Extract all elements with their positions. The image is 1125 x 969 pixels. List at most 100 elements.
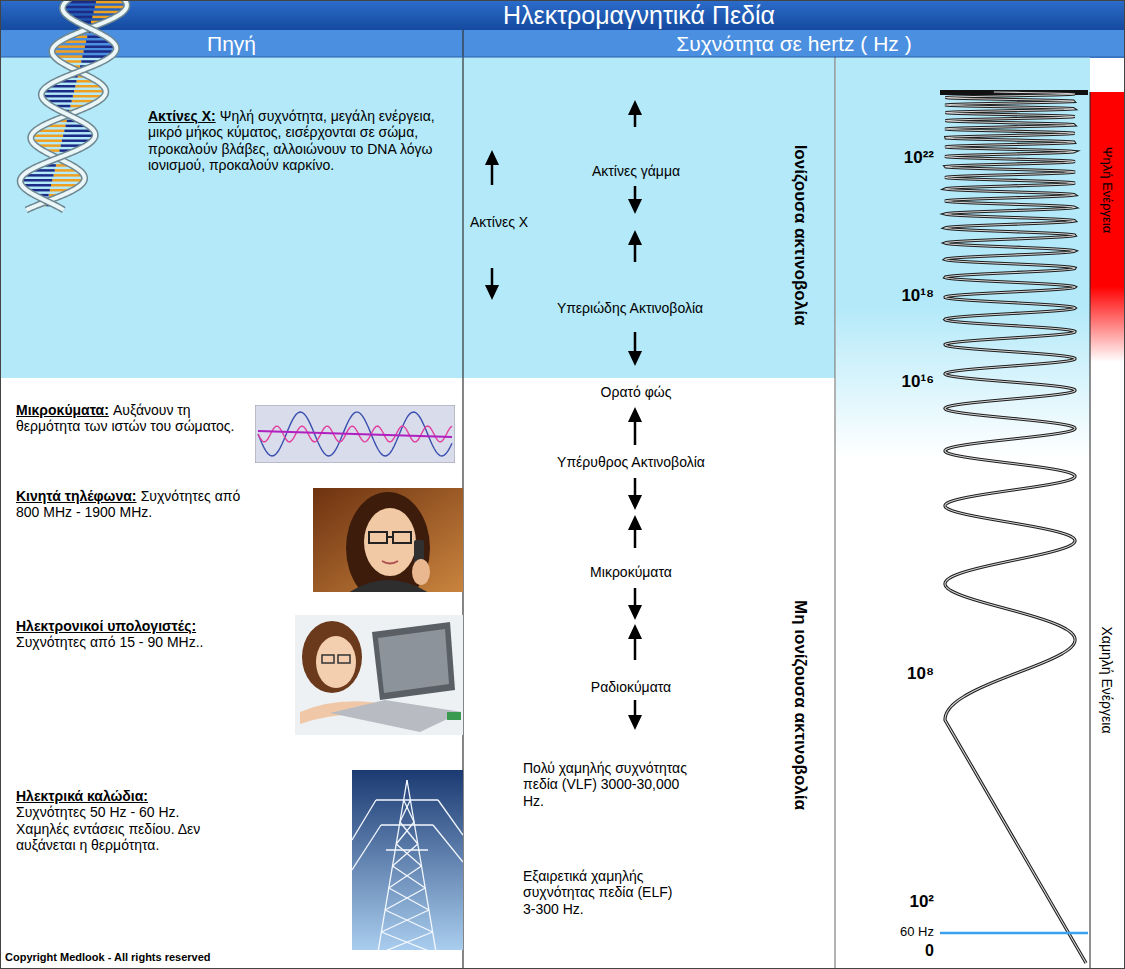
mains-frequency-line [940, 932, 1088, 935]
ionizing-band: Ιονίζουσα ακτινοβολία [0, 57, 835, 378]
label-holder: Ηλεκτρικά καλώδια:Συχνότητες 50 Hz - 60 … [16, 788, 206, 854]
arrow-head [485, 285, 499, 300]
glasses [369, 532, 387, 543]
dna-strand [20, 0, 116, 210]
tower-strut [381, 824, 433, 825]
hair [302, 621, 362, 693]
frequency-tick: 10¹⁸ [901, 286, 934, 305]
arrow-shaft [634, 527, 637, 548]
base-pair [95, 6, 127, 9]
label-holder: 10¹⁶ [870, 372, 934, 392]
base-pair [52, 179, 84, 182]
base-pair [31, 135, 63, 138]
picture-ground [255, 405, 455, 463]
laptop-base [330, 700, 462, 732]
frequency-tick: 10⁸ [907, 664, 934, 683]
label-holder: Υπεριώδης Ακτινοβολία [520, 300, 740, 316]
band-name: Υπεριώδης Ακτινοβολία [557, 300, 703, 316]
microwave-picture [255, 405, 455, 463]
tower-strut [393, 844, 418, 866]
label-holder: Copyright Medlook - All rights reserved [5, 951, 305, 964]
wave-line [258, 412, 452, 456]
label-holder: Εξαιρετικά χαμηλής συχνότητας πεδία (ELF… [523, 868, 688, 917]
tower-strut [385, 910, 433, 932]
glasses [393, 532, 411, 543]
tower-strut [352, 800, 376, 840]
tower-strut [396, 822, 414, 844]
band-name: Ακτίνες Χ [470, 214, 528, 230]
wave-line [258, 426, 452, 442]
tower-strut [386, 849, 428, 850]
band-name: Υπέρυθρος Ακτινοβολία [557, 454, 705, 470]
band-name: Ακτίνες γάμμα [592, 163, 680, 179]
wave-highlight [945, 92, 1086, 963]
picture-ground [352, 770, 463, 950]
tower-strut [396, 844, 421, 866]
phone-user-picture [313, 488, 463, 592]
tower-strut [393, 866, 426, 888]
dna-strand [20, 0, 116, 210]
tower-strut [378, 780, 407, 950]
base-pair [52, 50, 84, 53]
label-holder: 10⁸ [870, 664, 934, 684]
source-heading: Ακτίνες Χ: [148, 108, 216, 124]
arrow-shaft [491, 162, 494, 185]
bar-title: Ψηλή Ενέργεια [1100, 147, 1115, 234]
base-pair [63, 135, 95, 138]
tower-strut [376, 799, 438, 800]
source-heading: Ηλεκτρικά καλώδια: [16, 788, 202, 804]
label-holder: Χαμηλή Ενέργεια [1099, 627, 1115, 734]
base-pair [74, 90, 106, 93]
range-arrows [485, 100, 642, 730]
frequency-tick: 0 [925, 942, 934, 959]
arrow-head [485, 150, 499, 165]
label-holder: Μικροκύματα [521, 564, 741, 580]
base-pair [20, 179, 52, 182]
source-heading: Ηλεκτρονικοί υπολογιστές: [16, 618, 282, 634]
label-holder: Πολύ χαμηλής συχνότητας πεδία (VLF) 3000… [523, 760, 698, 809]
label-holder: Ορατό φώς [526, 384, 746, 400]
axis-line [258, 431, 452, 437]
band-name: Πολύ χαμηλής συχνότητας πεδία (VLF) 3000… [523, 760, 687, 809]
arrow-head [628, 605, 642, 620]
glasses [387, 536, 393, 538]
band-name: Μικροκύματα [590, 564, 672, 580]
label-holder: Υπέρυθρος Ακτινοβολία [521, 454, 741, 470]
vertical-text-holder: Ψηλή Ενέργεια [1100, 147, 1115, 234]
source-description: Συχνότητες από 15 - 90 MHz.. [16, 634, 203, 650]
tower-strut [352, 825, 381, 870]
copyright-note: Copyright Medlook - All rights reserved [5, 951, 211, 963]
arrow-shaft [634, 332, 637, 354]
band-title: Ιονίζουσα ακτινοβολία [790, 145, 810, 326]
base-pair [42, 95, 73, 98]
label-holder: 10² [870, 892, 934, 912]
tower-strut [389, 888, 429, 910]
hand [412, 559, 430, 585]
arrow-head [628, 351, 642, 366]
frequency-tick: 10¹⁶ [902, 372, 934, 391]
tower-strut [381, 910, 429, 932]
label-holder: Ακτίνες γάμμα [526, 163, 746, 179]
arrow-head [628, 407, 642, 422]
label-holder: Κινητά τηλέφωνα:Συχνότητες από 800 MHz -… [16, 488, 246, 521]
label-holder: Ραδιοκύματα [521, 679, 741, 695]
header-cell: Συχνότητα σε hertz ( Hz ) [463, 30, 1125, 58]
arrow-head [628, 515, 642, 530]
laptop-screen-face [378, 629, 449, 693]
arrow-head [628, 230, 642, 245]
arrow-head [628, 495, 642, 510]
high-energy-bar: Ψηλή Ενέργεια [1090, 92, 1125, 362]
frequency-tick: 60 Hz [900, 924, 934, 939]
dna-strand [26, 0, 127, 210]
label-holder: 0 [870, 942, 934, 961]
title-text: Ηλεκτρομαγνητικά Πεδία [503, 1, 775, 30]
power-tower-picture [352, 770, 463, 950]
source-description: Συχνότητες 50 Hz - 60 Hz. Χαμηλές εντάσε… [16, 804, 200, 853]
label-holder: Ακτίνες Χ [470, 214, 570, 230]
tower-strut [433, 825, 463, 862]
vertical-text-holder: Ιονίζουσα ακτινοβολία [790, 145, 810, 326]
source-heading: Μικροκύματα: [16, 402, 109, 418]
frequency-tick: 10²² [904, 148, 934, 167]
label-holder: Ηλεκτρονικοί υπολογιστές:Συχνότητες από … [16, 618, 286, 651]
